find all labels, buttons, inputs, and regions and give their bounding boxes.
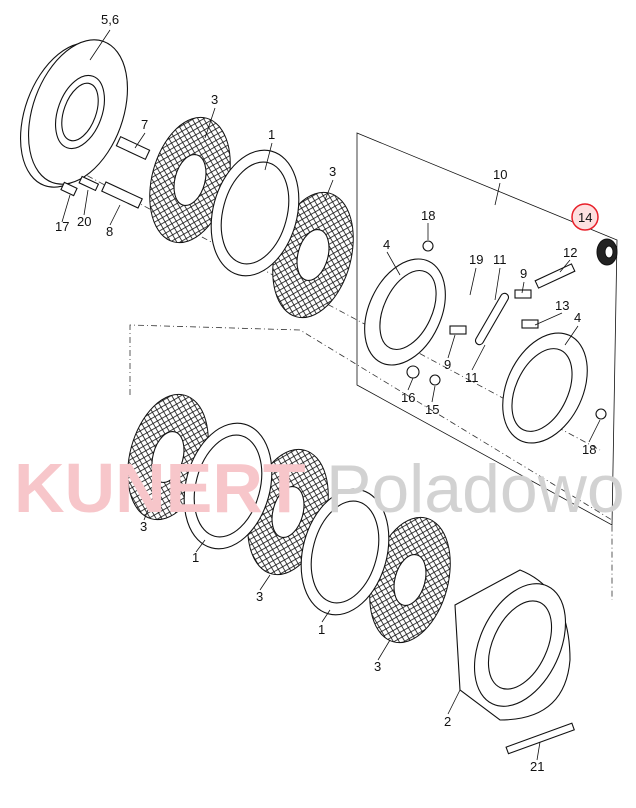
- label-5-6[interactable]: 5,6: [101, 12, 119, 27]
- pin-13[interactable]: [521, 319, 539, 329]
- label-19[interactable]: 19: [469, 252, 483, 267]
- label-17[interactable]: 17: [55, 219, 69, 234]
- leader-lines: [61, 29, 601, 761]
- label-11[interactable]: 11: [493, 252, 507, 267]
- label-21[interactable]: 21: [530, 759, 544, 774]
- housing-2[interactable]: [454, 569, 584, 721]
- assembly-10-frame: [356, 132, 618, 526]
- part-12[interactable]: [534, 263, 576, 289]
- friction-disk[interactable]: [137, 108, 244, 251]
- steel-plate[interactable]: [288, 479, 402, 624]
- nut-18[interactable]: [422, 240, 434, 252]
- label-16[interactable]: 16: [401, 390, 415, 405]
- part-flange-5-6[interactable]: [2, 26, 146, 201]
- steel-plate[interactable]: [198, 140, 312, 285]
- bolt-9[interactable]: [514, 289, 532, 299]
- bolt-21[interactable]: [505, 722, 575, 755]
- link-11[interactable]: [474, 292, 510, 346]
- label-3[interactable]: 3: [256, 589, 263, 604]
- nut-15[interactable]: [429, 374, 441, 386]
- part-20[interactable]: [78, 175, 100, 192]
- label-3[interactable]: 3: [140, 519, 147, 534]
- label-1[interactable]: 1: [192, 550, 199, 565]
- label-18[interactable]: 18: [421, 208, 435, 223]
- part-8[interactable]: [101, 181, 143, 209]
- label-9[interactable]: 9: [444, 357, 451, 372]
- label-4[interactable]: 4: [383, 237, 390, 252]
- label-8[interactable]: 8: [106, 224, 113, 239]
- label-2[interactable]: 2: [444, 714, 451, 729]
- nut-18[interactable]: [595, 408, 607, 420]
- actuating-plate[interactable]: [349, 246, 462, 378]
- part-17[interactable]: [60, 181, 78, 197]
- steel-plate[interactable]: [171, 413, 285, 558]
- label-12[interactable]: 12: [563, 245, 577, 260]
- part-7[interactable]: [115, 135, 151, 161]
- label-3[interactable]: 3: [374, 659, 381, 674]
- ring-16[interactable]: [406, 365, 420, 379]
- label-3[interactable]: 3: [211, 92, 218, 107]
- label-10[interactable]: 10: [493, 167, 507, 182]
- label-13[interactable]: 13: [555, 298, 569, 313]
- bolt-9[interactable]: [449, 325, 467, 335]
- label-4[interactable]: 4: [574, 310, 581, 325]
- part-14-seal[interactable]: [596, 238, 618, 266]
- highlight-circle[interactable]: [571, 203, 599, 231]
- label-3[interactable]: 3: [329, 164, 336, 179]
- actuating-plate[interactable]: [486, 319, 604, 456]
- label-1[interactable]: 1: [268, 127, 275, 142]
- watermark-brand: KUNERT: [14, 449, 306, 527]
- label-7[interactable]: 7: [141, 117, 148, 132]
- label-20[interactable]: 20: [77, 214, 91, 229]
- label-15[interactable]: 15: [425, 402, 439, 417]
- friction-disk[interactable]: [357, 508, 464, 651]
- watermark-location: Poladowo: [326, 451, 625, 527]
- label-9[interactable]: 9: [520, 266, 527, 281]
- label-11[interactable]: 11: [465, 370, 479, 385]
- label-14[interactable]: 14: [578, 210, 592, 225]
- label-1[interactable]: 1: [318, 622, 325, 637]
- label-18[interactable]: 18: [582, 442, 596, 457]
